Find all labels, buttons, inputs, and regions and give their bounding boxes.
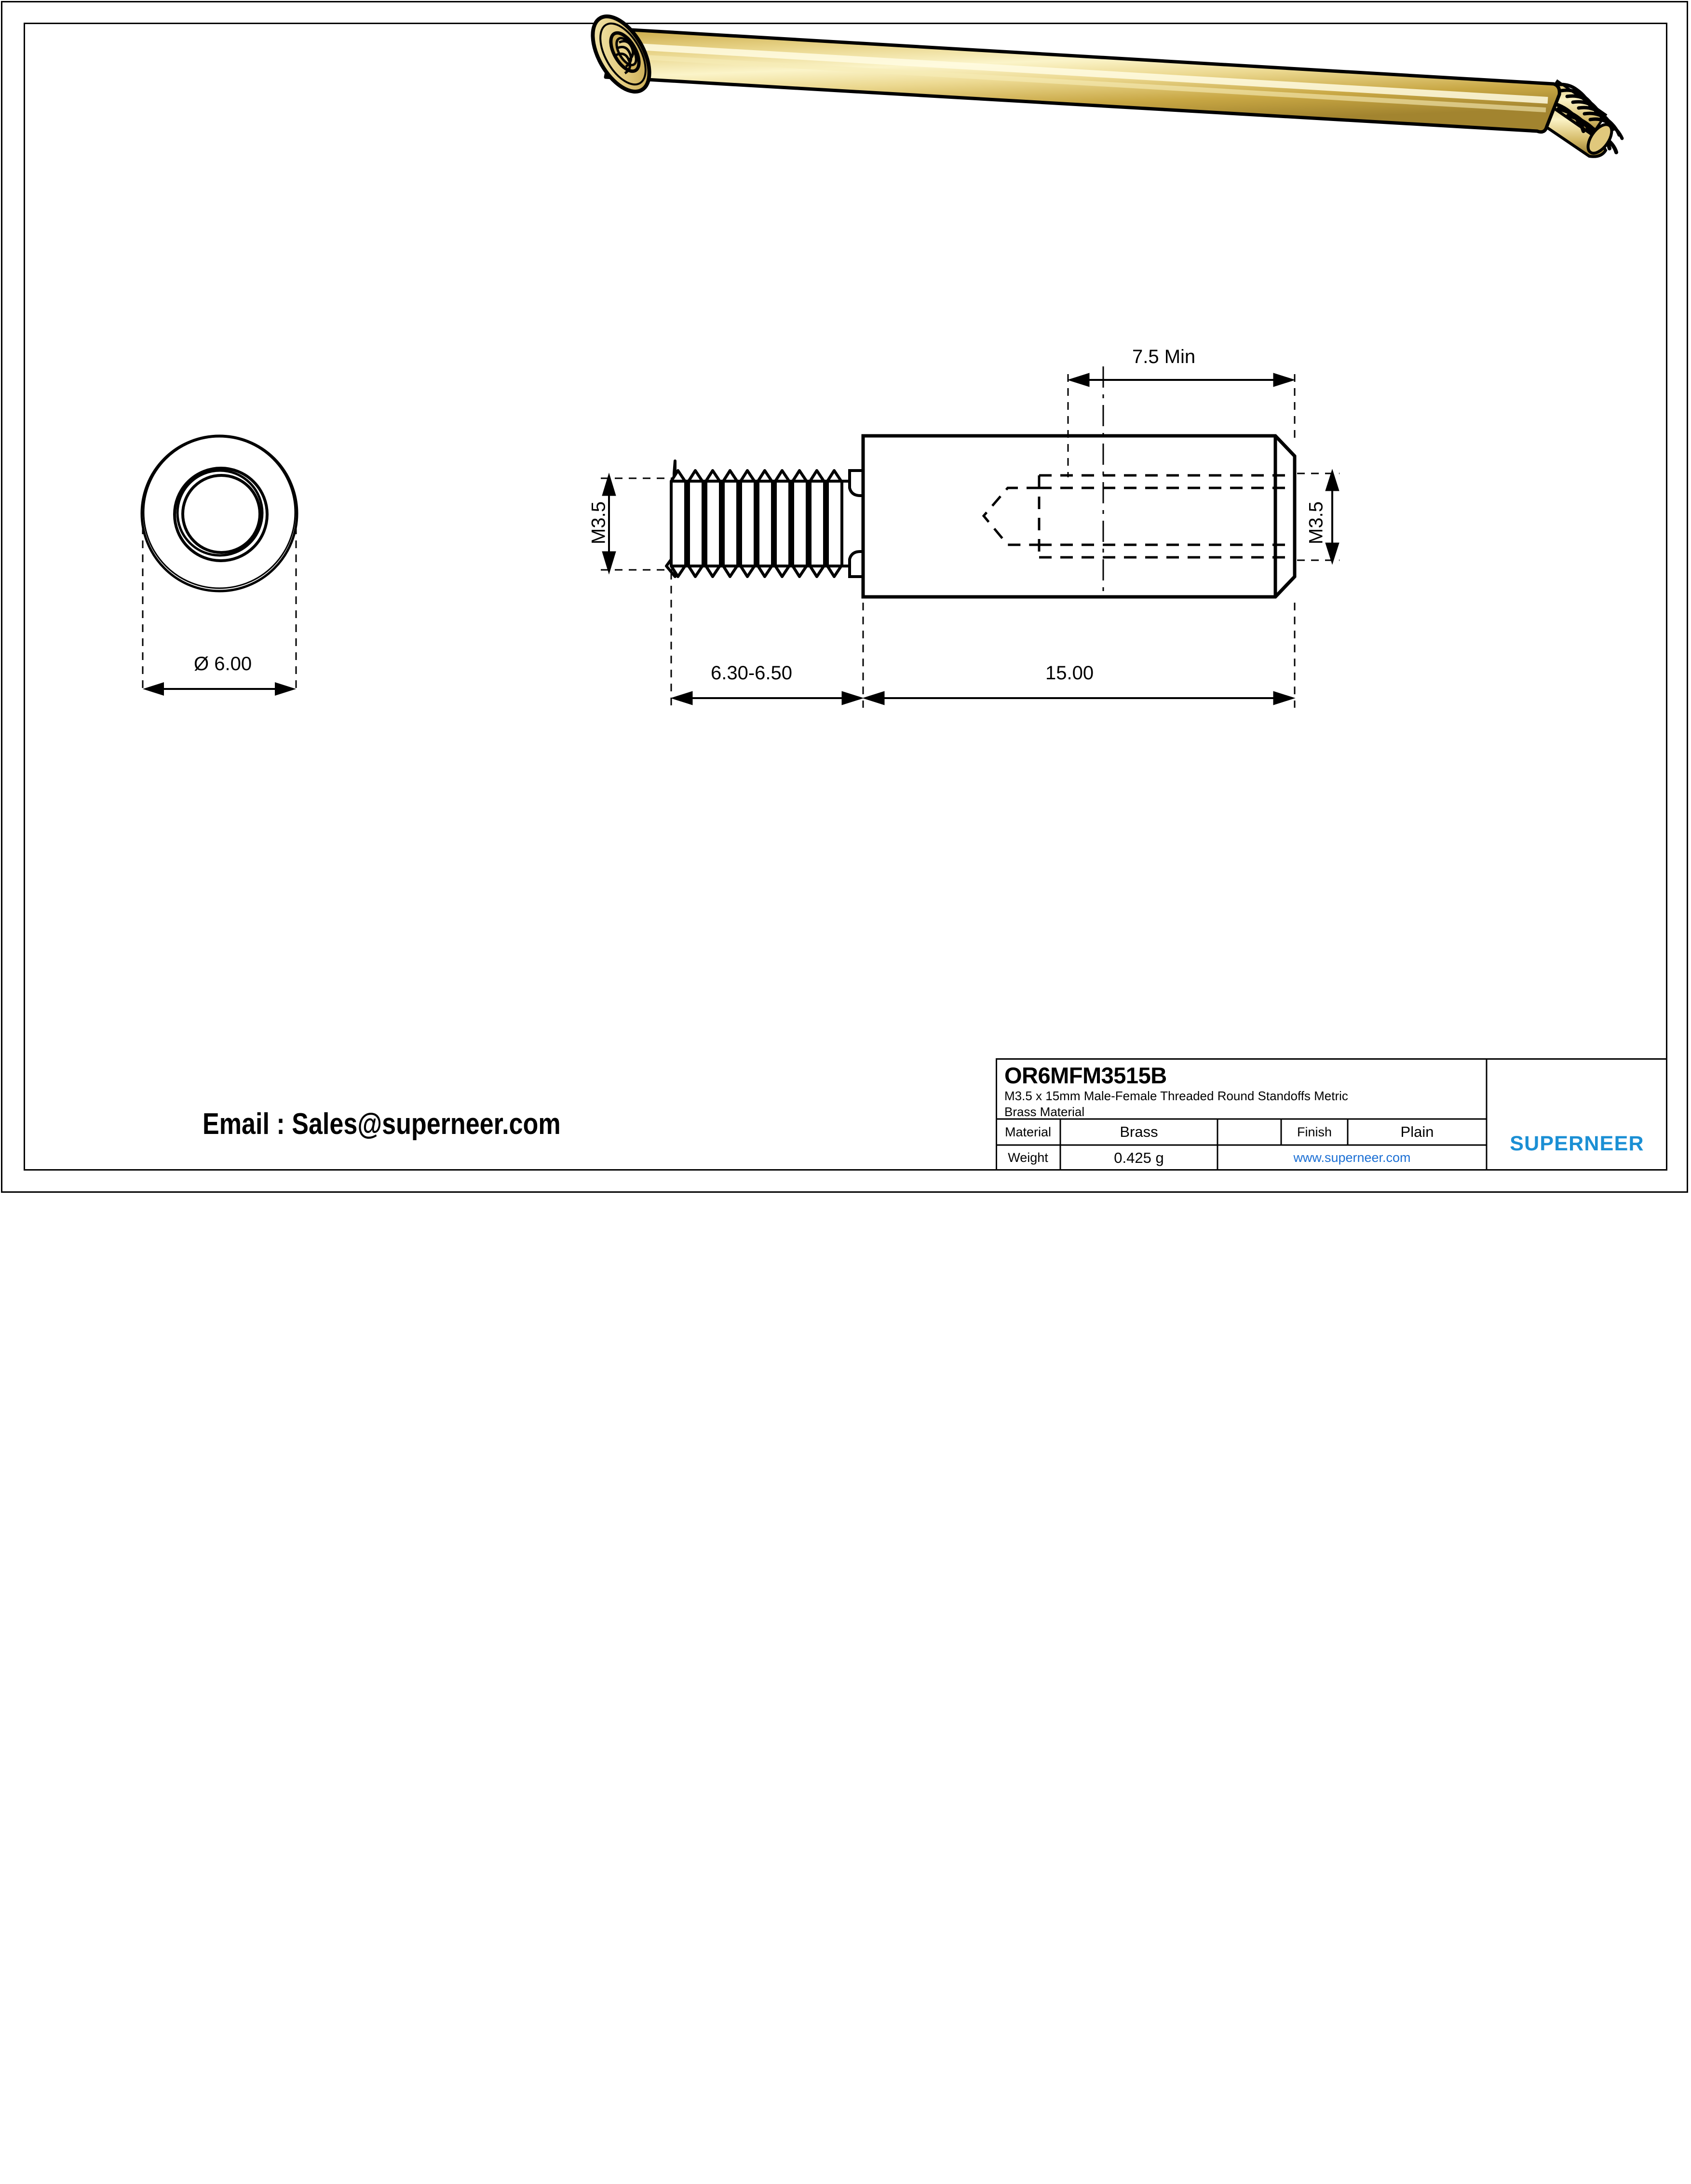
iso-female-end bbox=[591, 14, 651, 94]
end-view bbox=[140, 434, 298, 696]
part-description: M3.5 x 15mm Male-Female Threaded Round S… bbox=[1004, 1088, 1475, 1120]
isometric-render bbox=[591, 14, 1624, 158]
part-number: OR6MFM3515B bbox=[1004, 1063, 1167, 1088]
material-label: Material bbox=[1004, 1124, 1052, 1139]
side-view bbox=[601, 366, 1339, 708]
weight-label: Weight bbox=[1008, 1150, 1048, 1165]
title-block-grid bbox=[996, 1058, 1488, 1171]
weight-value: 0.425 g bbox=[1114, 1149, 1164, 1166]
dim-label-male-thread: M3.5 bbox=[588, 501, 609, 544]
thread-relief-groove bbox=[848, 469, 865, 578]
body-outline bbox=[861, 434, 1297, 599]
website-link[interactable]: www.superneer.com bbox=[1293, 1150, 1411, 1165]
logo-wordmark: SUPERNEER bbox=[1510, 1132, 1644, 1155]
part-description-line1: M3.5 x 15mm Male-Female Threaded Round S… bbox=[1004, 1089, 1348, 1103]
finish-value: Plain bbox=[1400, 1123, 1434, 1140]
email-text: Email : Sales@superneer.com bbox=[203, 1107, 561, 1141]
dim-label-diameter: Ø 6.00 bbox=[194, 653, 252, 674]
dim-female-depth bbox=[1067, 373, 1296, 477]
dim-lengths bbox=[670, 572, 1296, 708]
dim-label-body-length: 15.00 bbox=[1045, 662, 1094, 684]
dim-female-thread-spec bbox=[1297, 469, 1339, 565]
title-block-info: OR6MFM3515B M3.5 x 15mm Male-Female Thre… bbox=[996, 1058, 1487, 1171]
finish-label: Finish bbox=[1297, 1124, 1332, 1139]
title-block bbox=[996, 1058, 1667, 1171]
drawing-border-inner bbox=[24, 23, 1667, 1171]
dim-label-female-depth: 7.5 Min bbox=[1132, 346, 1196, 367]
part-description-line2: Brass Material bbox=[1004, 1105, 1085, 1119]
female-bore-hidden bbox=[982, 474, 1295, 559]
material-value: Brass bbox=[1120, 1123, 1158, 1140]
dim-male-thread-spec bbox=[601, 472, 674, 575]
male-thread bbox=[665, 459, 850, 578]
dim-label-female-thread: M3.5 bbox=[1305, 501, 1327, 544]
dim-label-male-length: 6.30-6.50 bbox=[711, 662, 793, 684]
iso-body bbox=[604, 27, 1561, 134]
drawing-border-outer bbox=[1, 1, 1688, 1193]
drawing-canvas bbox=[140, 14, 1624, 708]
